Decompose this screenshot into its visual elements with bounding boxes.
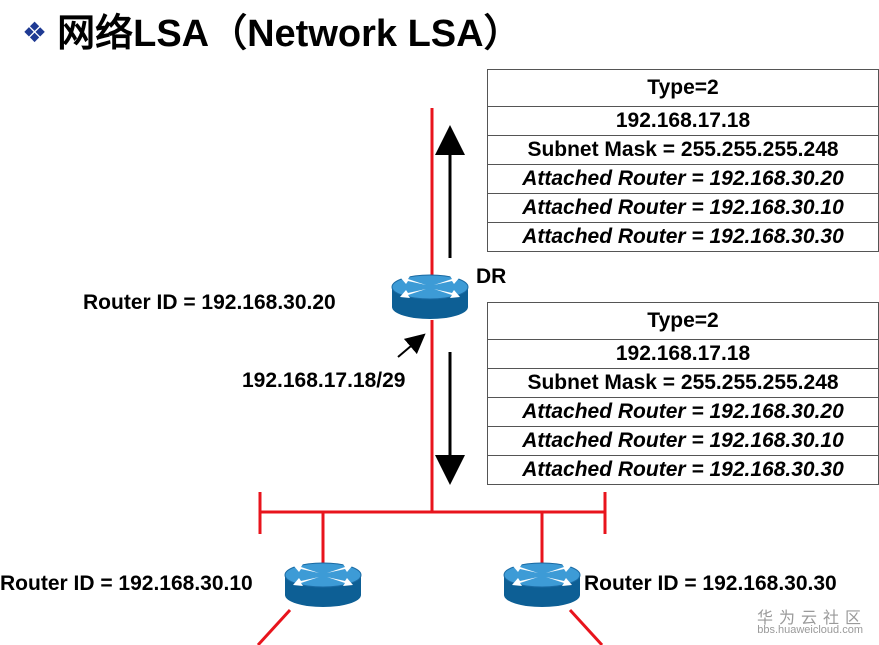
lsa-link-state-id-cell: 192.168.17.18: [487, 106, 879, 136]
interface-address-label: 192.168.17.18/29: [242, 369, 406, 392]
network-lsa-table-bottom: Type=2 192.168.17.18 Subnet Mask = 255.2…: [487, 302, 879, 485]
lsa-link-state-id-cell: 192.168.17.18: [487, 339, 879, 369]
right-router-id-label: Router ID = 192.168.30.30: [584, 572, 837, 595]
right-router-icon: [503, 562, 581, 608]
watermark-url: bbs.huaweicloud.com: [757, 624, 863, 636]
lsa-attached-router-cell: Attached Router = 192.168.30.20: [487, 397, 879, 427]
lsa-type-cell: Type=2: [487, 69, 879, 107]
dr-router-id-label: Router ID = 192.168.30.20: [83, 291, 336, 314]
lsa-attached-router-cell: Attached Router = 192.168.30.30: [487, 455, 879, 485]
dr-router-icon: [391, 274, 469, 320]
right-router-link: [568, 608, 604, 645]
lsa-attached-router-cell: Attached Router = 192.168.30.10: [487, 193, 879, 223]
watermark-title: 华为云社区: [756, 610, 867, 627]
left-router-icon: [284, 562, 362, 608]
lsa-attached-router-cell: Attached Router = 192.168.30.20: [487, 164, 879, 194]
lsa-attached-router-cell: Attached Router = 192.168.30.30: [487, 222, 879, 252]
lsa-attached-router-cell: Attached Router = 192.168.30.10: [487, 426, 879, 456]
page-title: ❖ 网络LSA（Network LSA）: [22, 6, 522, 62]
lsa-type-cell: Type=2: [487, 302, 879, 340]
interface-pointer-icon: [397, 333, 426, 358]
left-router-id-label: Router ID = 192.168.30.10: [0, 572, 253, 595]
page-title-text: 网络LSA（Network LSA）: [57, 13, 522, 55]
diamond-bullet-icon: ❖: [22, 17, 48, 48]
network-lsa-table-top: Type=2 192.168.17.18 Subnet Mask = 255.2…: [487, 69, 879, 252]
lsa-subnet-mask-cell: Subnet Mask = 255.255.255.248: [487, 368, 879, 398]
lsa-subnet-mask-cell: Subnet Mask = 255.255.255.248: [487, 135, 879, 165]
dr-label: DR: [476, 265, 507, 288]
left-router-link: [256, 608, 292, 645]
